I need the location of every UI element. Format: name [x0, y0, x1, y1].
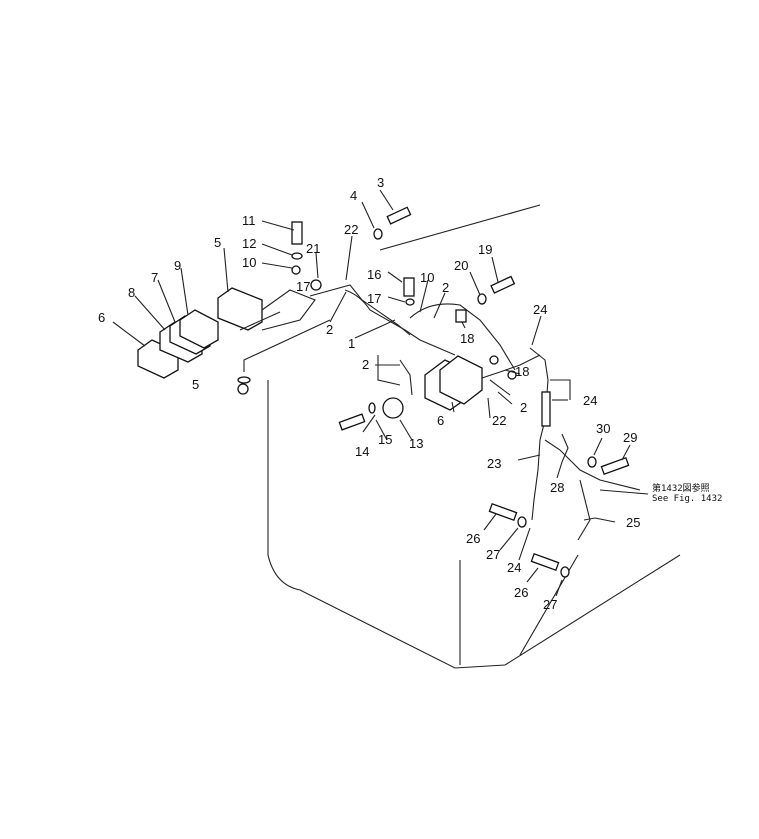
washer-20	[477, 293, 487, 305]
center-wiring	[338, 206, 516, 431]
label-3: 3	[377, 175, 384, 190]
rear-harness	[488, 347, 641, 578]
horn-13	[382, 397, 404, 419]
label-11: 11	[242, 213, 256, 228]
label-1: 1	[348, 336, 355, 351]
bolt-19	[490, 275, 516, 294]
leader-lines	[112, 189, 649, 597]
figure-reference-jp: 第1432図参照	[652, 482, 710, 494]
bolt-11	[291, 221, 303, 245]
label-30: 30	[596, 421, 610, 436]
connector-2	[507, 370, 517, 380]
label-16: 16	[367, 267, 381, 282]
left-lamp-assembly	[137, 221, 411, 395]
label-2: 2	[362, 357, 369, 372]
label-22: 22	[492, 413, 506, 428]
right-lamp-assembly	[424, 354, 541, 411]
washer-17	[405, 298, 415, 306]
label-24: 24	[583, 393, 597, 408]
connector-22	[489, 355, 499, 365]
label-4: 4	[350, 188, 357, 203]
washer-27a	[517, 516, 527, 528]
label-17: 17	[367, 291, 381, 306]
label-19: 19	[478, 242, 492, 257]
label-27: 27	[486, 547, 500, 562]
lamp-housing-5	[217, 287, 263, 331]
label-15: 15	[378, 432, 392, 447]
label-21: 21	[306, 241, 320, 256]
label-2: 2	[442, 280, 449, 295]
washer-27b	[560, 566, 570, 578]
clip-18	[455, 309, 467, 323]
label-10: 10	[242, 255, 256, 270]
bolt-3	[386, 206, 412, 225]
label-26: 26	[514, 585, 528, 600]
label-24: 24	[533, 302, 547, 317]
label-23: 23	[487, 456, 501, 471]
label-22: 22	[344, 222, 358, 237]
bolt-26a	[488, 502, 518, 522]
label-18: 18	[515, 364, 529, 379]
bolt-14	[338, 413, 366, 431]
label-25: 25	[626, 515, 640, 530]
label-26: 26	[466, 531, 480, 546]
label-29: 29	[623, 430, 637, 445]
nut-5	[237, 383, 249, 395]
bolt-29	[600, 456, 630, 476]
washer-12	[291, 252, 303, 260]
label-5: 5	[214, 235, 221, 250]
label-6: 6	[98, 310, 105, 325]
switch-21	[310, 279, 322, 291]
relay-16	[403, 277, 415, 297]
part-labels: 1 2 2 2 2 3 4 5 5 6 6 7 8 9 10 10 11 12 …	[98, 175, 722, 612]
washer-4	[373, 228, 383, 240]
label-9: 9	[174, 258, 181, 273]
figure-reference-en: See Fig. 1432	[652, 494, 722, 504]
label-12: 12	[242, 236, 256, 251]
label-5: 5	[192, 377, 199, 392]
nut-10	[291, 265, 301, 275]
bolt-26b	[530, 552, 560, 572]
label-2: 2	[326, 322, 333, 337]
label-20: 20	[454, 258, 468, 273]
label-28: 28	[550, 480, 564, 495]
label-7: 7	[151, 270, 158, 285]
right-lamp-body	[439, 355, 483, 405]
label-18: 18	[460, 331, 474, 346]
label-17: 17	[296, 279, 310, 294]
lamp-gasket-9	[179, 309, 219, 349]
label-6: 6	[437, 413, 444, 428]
machine-outline	[267, 204, 681, 669]
label-24: 24	[507, 560, 521, 575]
label-27: 27	[543, 597, 557, 612]
label-8: 8	[128, 285, 135, 300]
harness-24	[541, 391, 551, 427]
label-14: 14	[355, 444, 369, 459]
label-10: 10	[420, 270, 434, 285]
label-13: 13	[409, 436, 423, 451]
washer-30	[587, 456, 597, 468]
washer-15	[368, 402, 376, 414]
label-2: 2	[520, 400, 527, 415]
washer-5	[237, 376, 251, 384]
